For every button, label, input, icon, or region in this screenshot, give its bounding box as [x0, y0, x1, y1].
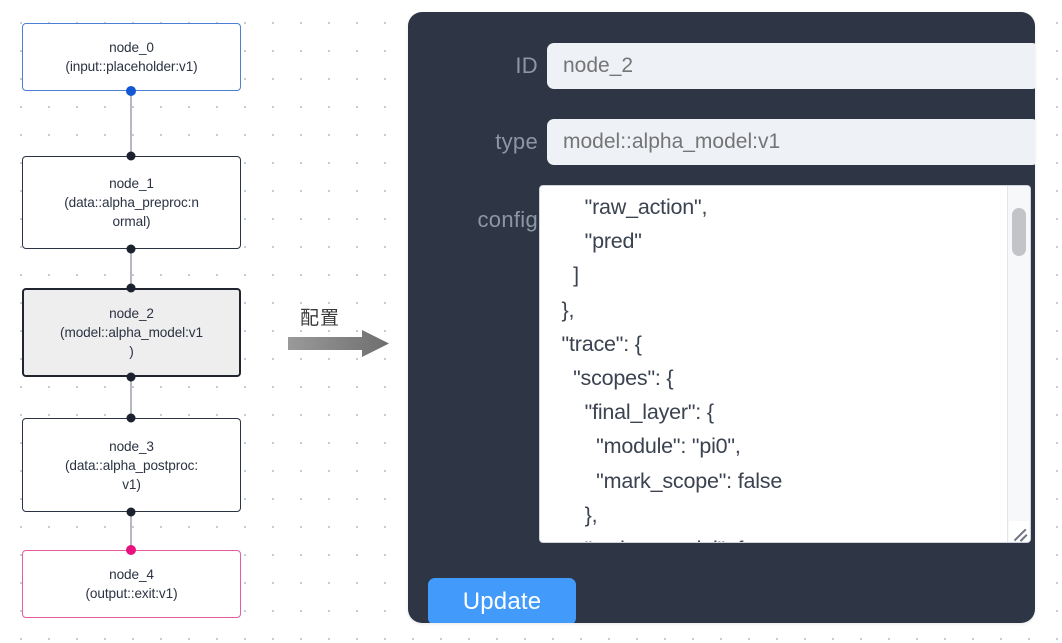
node-label: node_2 (model::alpha_model:v1 ): [60, 306, 203, 359]
edge-node2-node3: [130, 377, 132, 418]
node-label: node_4 (output::exit:v1): [85, 567, 178, 601]
port-node_4-in[interactable]: [126, 545, 136, 555]
port-node_3-in[interactable]: [126, 413, 136, 423]
flow-arrow-icon: [288, 330, 389, 357]
update-button[interactable]: Update: [428, 578, 576, 623]
port-node_2-out[interactable]: [126, 372, 136, 382]
config-panel: ID type config "raw_action", "pred" ] },…: [408, 12, 1035, 623]
id-field-label: ID: [515, 53, 538, 78]
node-label: node_0 (input::placeholder:v1): [65, 40, 198, 74]
graph-node-node_3[interactable]: node_3 (data::alpha_postproc: v1): [22, 418, 241, 512]
config-scrollbar-thumb[interactable]: [1012, 208, 1026, 256]
id-input[interactable]: [547, 43, 1035, 89]
graph-node-node_1[interactable]: node_1 (data::alpha_preproc:n ormal): [22, 156, 241, 249]
port-node_2-in[interactable]: [126, 283, 136, 293]
edge-node3-node4: [130, 512, 132, 550]
resize-handle-icon[interactable]: [1009, 521, 1029, 542]
port-node_1-in[interactable]: [126, 151, 136, 161]
graph-node-node_0[interactable]: node_0 (input::placeholder:v1): [22, 23, 241, 91]
node-label: node_3 (data::alpha_postproc: v1): [64, 438, 199, 492]
graph-node-node_4[interactable]: node_4 (output::exit:v1): [22, 550, 241, 618]
edge-node1-node2: [130, 249, 132, 288]
graph-node-node_2[interactable]: node_2 (model::alpha_model:v1 ): [22, 288, 241, 377]
edge-node0-node1: [130, 90, 132, 156]
node-label: node_1 (data::alpha_preproc:n ormal): [64, 176, 199, 229]
config-textarea[interactable]: "raw_action", "pred" ] }, "trace": { "sc…: [539, 185, 1031, 543]
config-scrollbar[interactable]: [1007, 186, 1030, 542]
flow-caption: 配置: [300, 307, 341, 329]
type-field-label: type: [495, 129, 538, 154]
config-textarea-content[interactable]: "raw_action", "pred" ] }, "trace": { "sc…: [561, 195, 783, 542]
port-node_3-out[interactable]: [126, 507, 136, 517]
port-node_1-out[interactable]: [126, 244, 136, 254]
port-node_0-out[interactable]: [126, 86, 136, 96]
config-field-label: config: [477, 207, 538, 232]
type-input[interactable]: [547, 119, 1035, 165]
